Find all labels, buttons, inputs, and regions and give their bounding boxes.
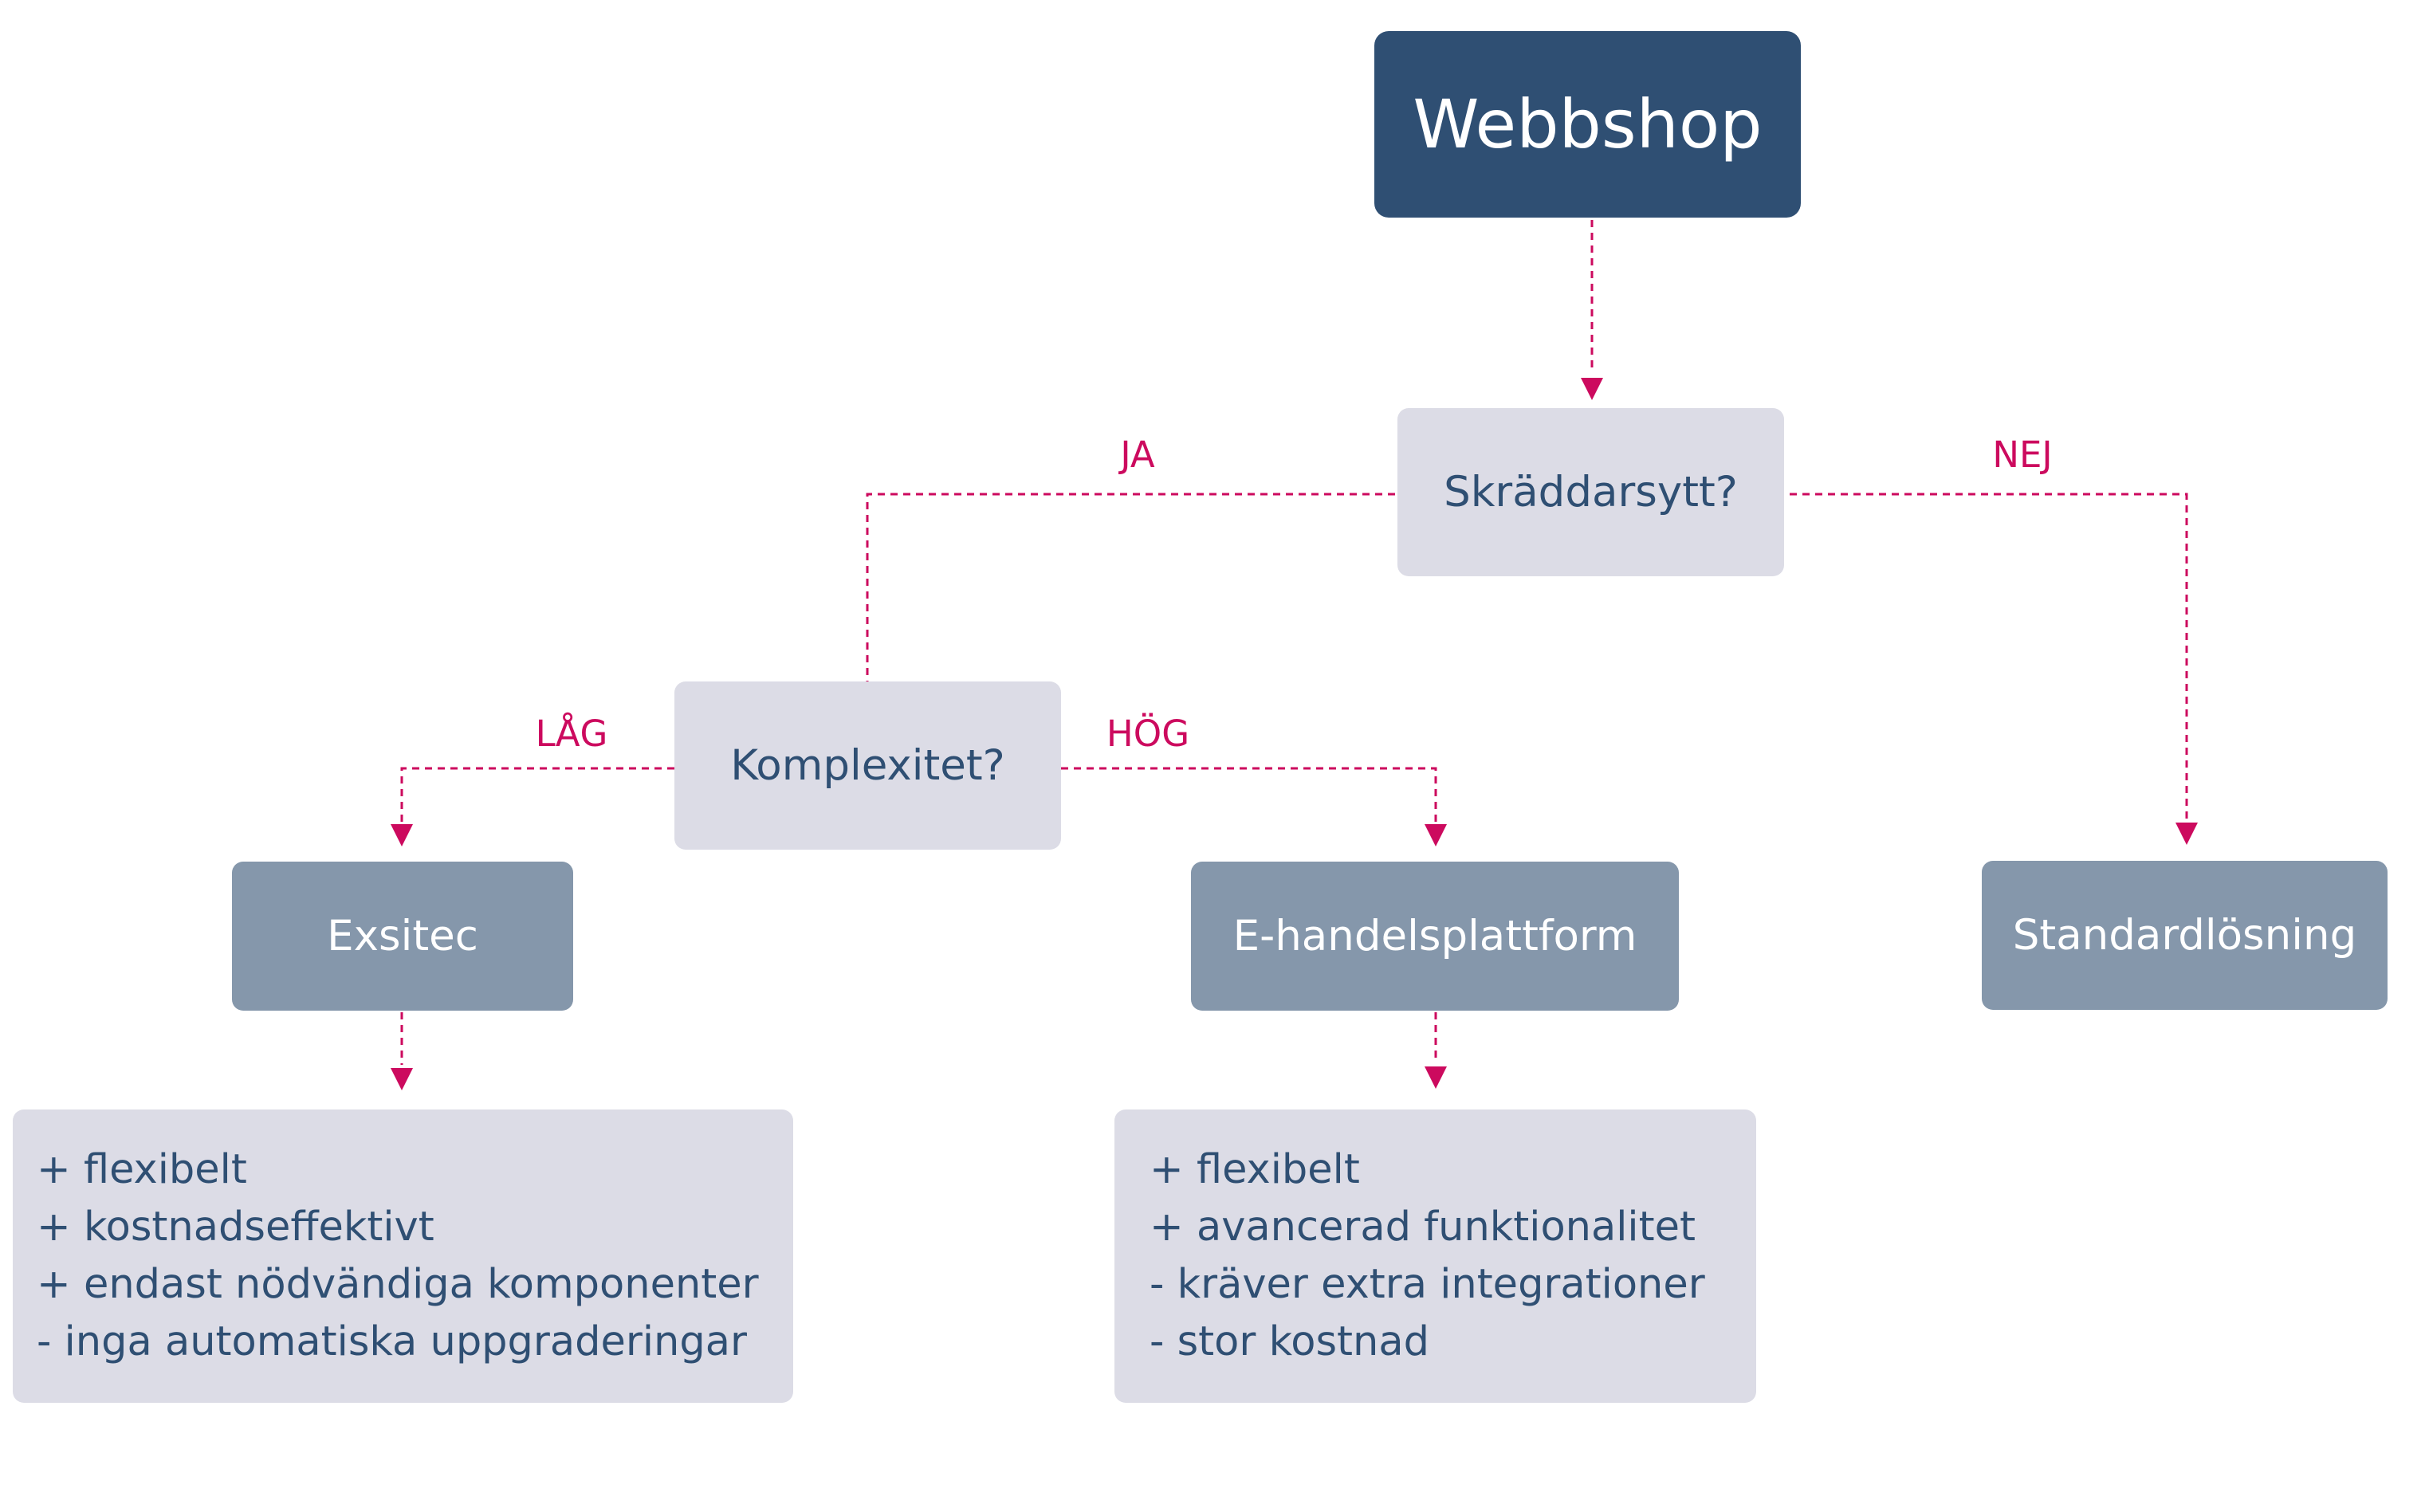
ehandel-note-line: - stor kostnad — [1150, 1318, 1429, 1365]
edge-label-lag: LÅG — [535, 713, 608, 755]
node-skraddarsytt-label: Skräddarsytt? — [1444, 468, 1738, 516]
connector-lag — [400, 767, 674, 823]
arrowhead-skraddarsytt — [1581, 378, 1603, 400]
node-webbshop-label: Webbshop — [1413, 85, 1763, 163]
node-komplexitet: Komplexitet? — [674, 681, 1061, 850]
arrowhead-standard — [2175, 823, 2198, 845]
node-standardlosning-label: Standardlösning — [2012, 911, 2357, 960]
node-ehandelsplattform: E-handelsplattform — [1191, 862, 1679, 1011]
arrowhead-exsitec — [391, 824, 413, 846]
node-komplexitet-label: Komplexitet? — [730, 741, 1005, 790]
connector-ja — [866, 493, 1395, 682]
node-exsitec-label: Exsitec — [327, 912, 478, 960]
exsitec-note-line: + flexibelt — [37, 1146, 247, 1193]
ehandel-note-line: - kräver extra integrationer — [1150, 1261, 1705, 1308]
ehandel-notes-list: + flexibelt + avancerad funktionalitet -… — [1150, 1141, 1705, 1371]
edge-label-nej: NEJ — [1992, 434, 2053, 476]
exsitec-note-line: + kostnadseffektivt — [37, 1204, 434, 1251]
edge-label-ja: JA — [1120, 434, 1155, 476]
node-ehandel-notes: + flexibelt + avancerad funktionalitet -… — [1114, 1109, 1756, 1403]
node-webbshop: Webbshop — [1374, 31, 1801, 218]
exsitec-notes-list: + flexibelt + kostnadseffektivt + endast… — [37, 1141, 759, 1371]
node-exsitec: Exsitec — [232, 862, 573, 1011]
node-skraddarsytt: Skräddarsytt? — [1397, 408, 1784, 576]
exsitec-note-line: + endast nödvändiga komponenter — [37, 1261, 759, 1308]
connector-hog — [1061, 767, 1437, 823]
exsitec-note-line: - inga automatiska uppgraderingar — [37, 1318, 747, 1365]
node-exsitec-notes: + flexibelt + kostnadseffektivt + endast… — [13, 1109, 793, 1403]
ehandel-note-line: + flexibelt — [1150, 1146, 1360, 1193]
ehandel-note-line: + avancerad funktionalitet — [1150, 1204, 1696, 1251]
connector-nej — [1790, 493, 2188, 819]
arrowhead-exsitec-notes — [391, 1068, 413, 1090]
node-standardlosning: Standardlösning — [1982, 861, 2388, 1010]
edge-label-hog: HÖG — [1106, 713, 1190, 755]
arrowhead-ehandel — [1425, 824, 1447, 846]
arrowhead-ehandel-notes — [1425, 1066, 1447, 1089]
node-ehandelsplattform-label: E-handelsplattform — [1232, 912, 1637, 960]
